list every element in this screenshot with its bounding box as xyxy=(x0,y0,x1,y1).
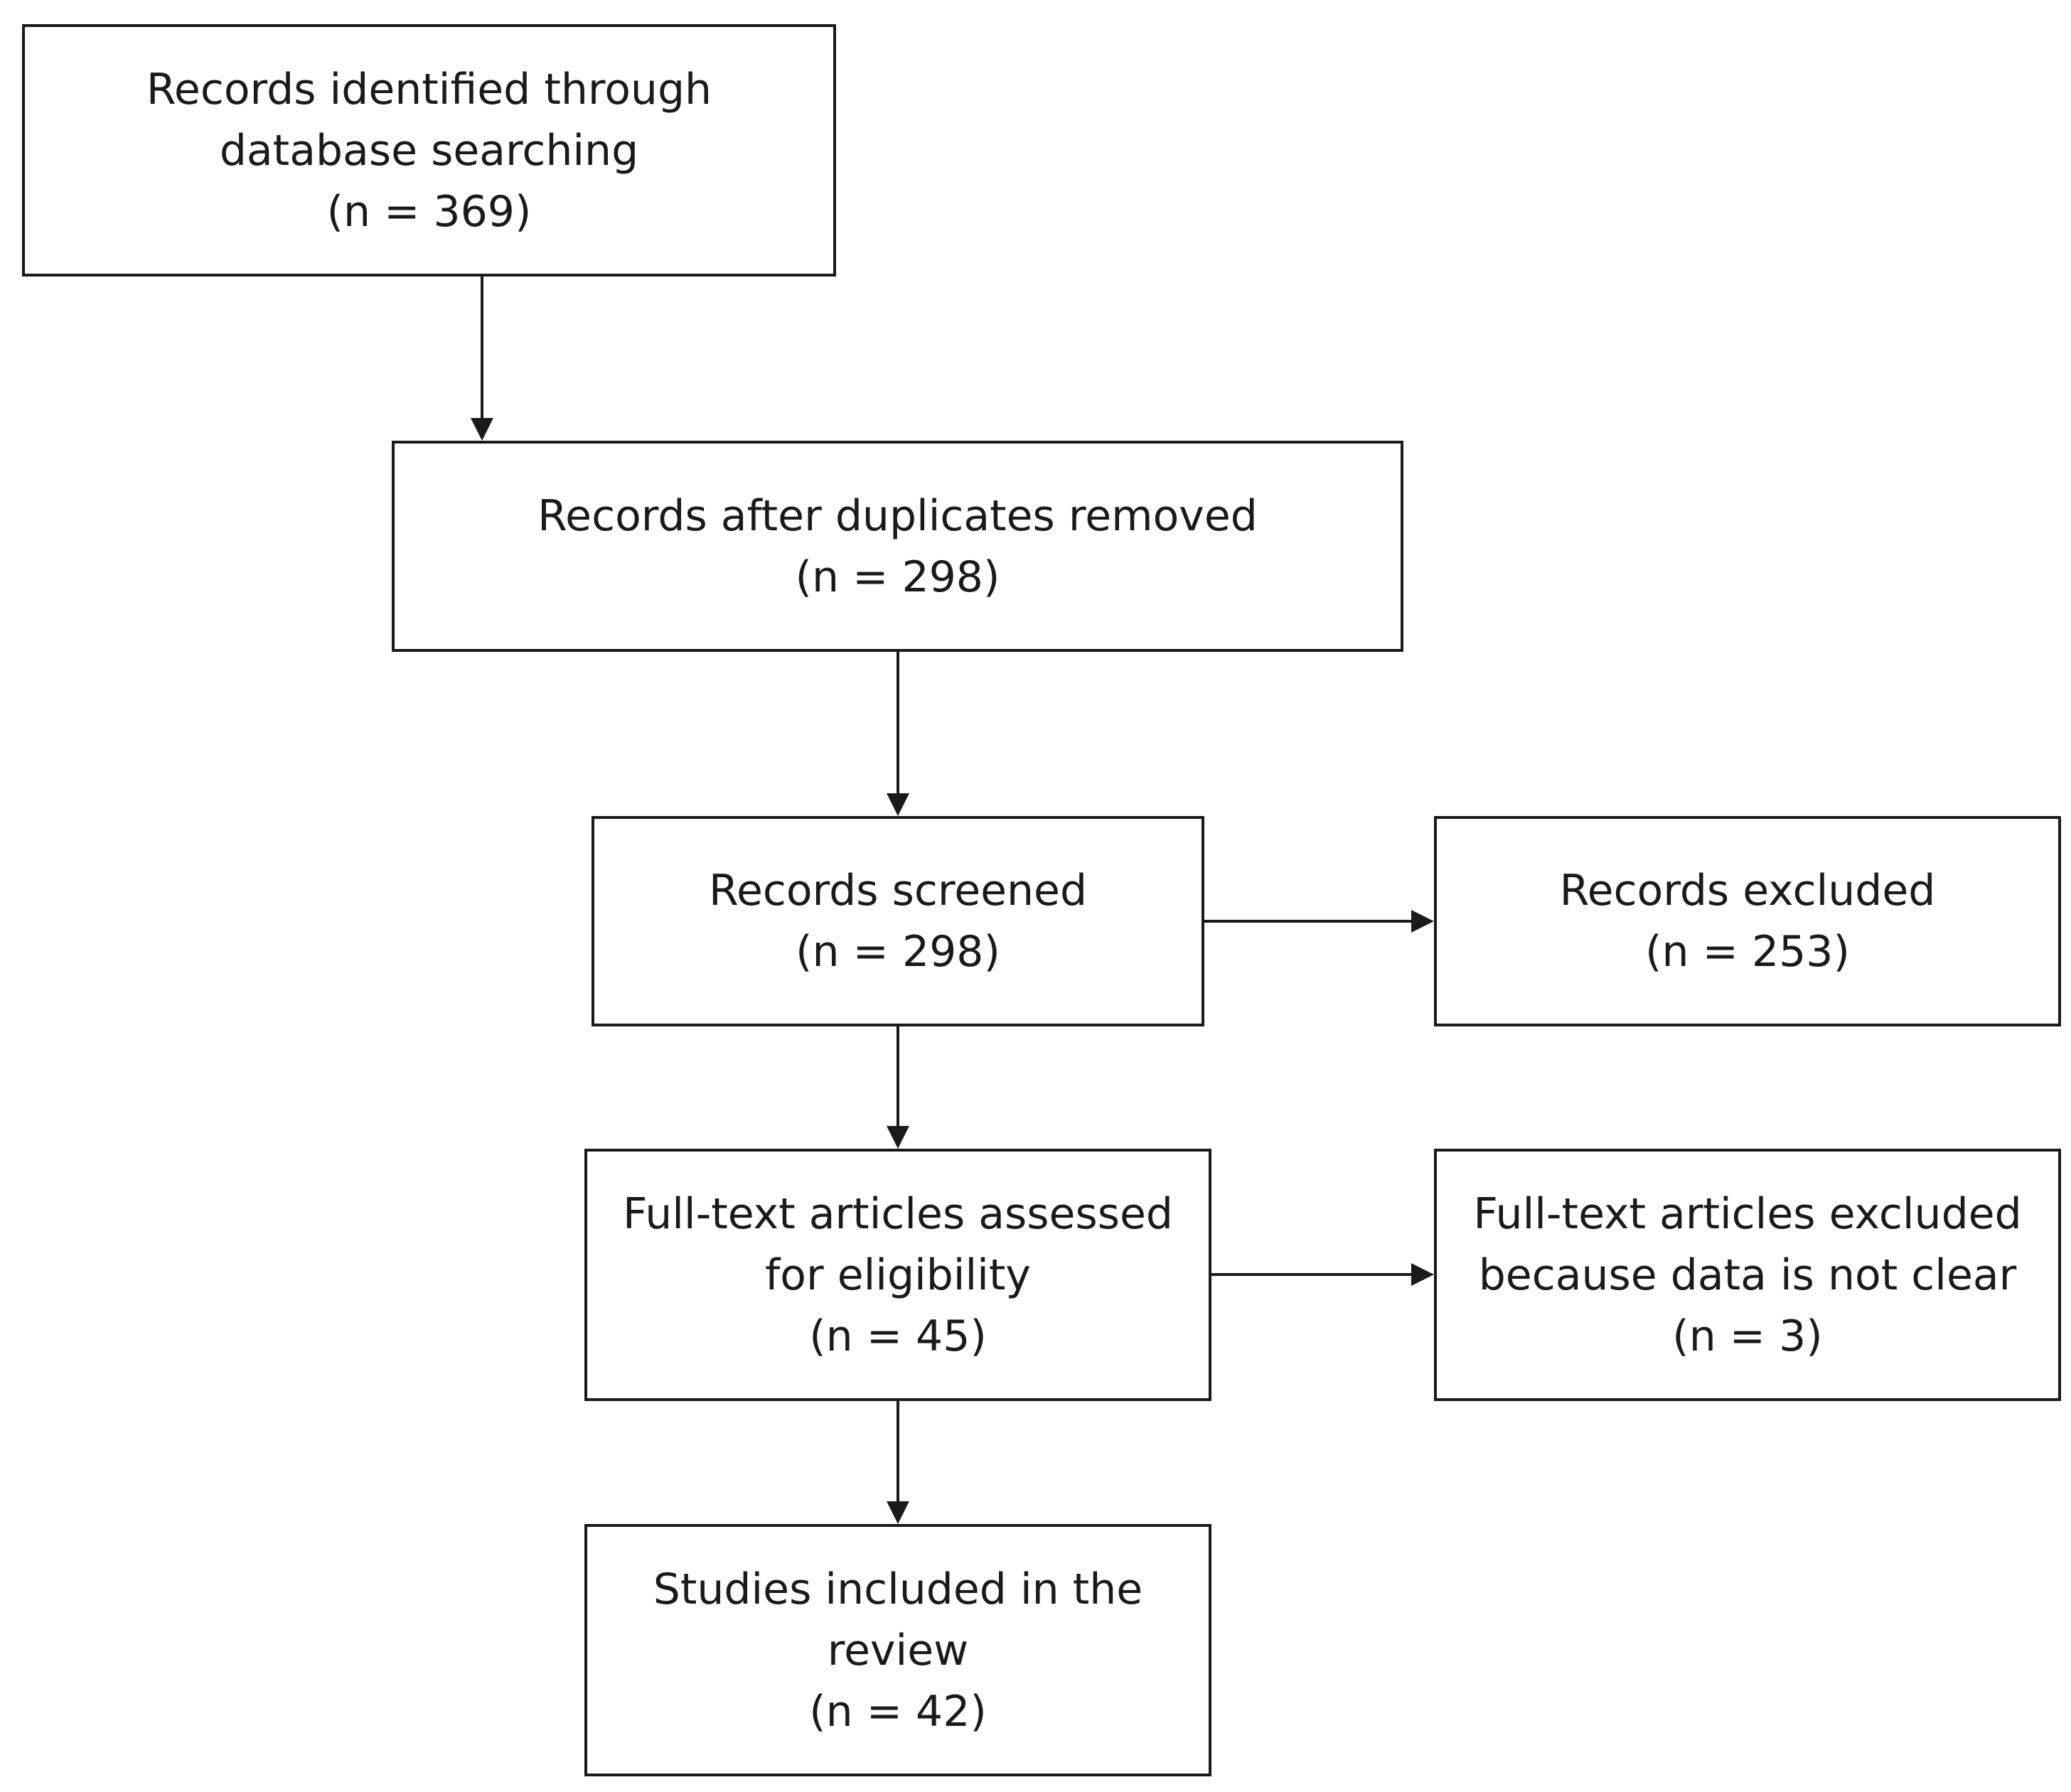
fulltext-assessed-line-1: Full-text articles assessed xyxy=(623,1189,1173,1239)
fulltext-excluded-line-1: Full-text articles excluded xyxy=(1473,1189,2022,1239)
records-identified-line-1: Records identified through xyxy=(146,64,712,114)
fulltext-assessed-count: (n = 45) xyxy=(809,1311,987,1361)
fulltext-excluded-box: Full-text articles excluded because data… xyxy=(1434,1149,2061,1401)
records-deduplicated-count: (n = 298) xyxy=(795,552,1000,602)
records-excluded-count: (n = 253) xyxy=(1645,927,1850,977)
arrowhead-fulltext-to-included xyxy=(887,1501,909,1524)
records-identified-box: Records identified through database sear… xyxy=(22,24,836,277)
records-identified-count: (n = 369) xyxy=(326,186,532,237)
fulltext-excluded-line-2: because data is not clear xyxy=(1478,1250,2017,1300)
records-screened-box: Records screened (n = 298) xyxy=(592,816,1204,1026)
records-deduplicated-box: Records after duplicates removed (n = 29… xyxy=(392,441,1403,652)
records-excluded-box: Records excluded (n = 253) xyxy=(1434,816,2061,1026)
arrowhead-screened-to-excluded xyxy=(1411,910,1434,933)
studies-included-box: Studies included in the review (n = 42) xyxy=(584,1524,1211,1776)
records-deduplicated-line-1: Records after duplicates removed xyxy=(537,490,1258,541)
fulltext-assessed-box: Full-text articles assessed for eligibil… xyxy=(584,1149,1211,1401)
studies-included-line-1: Studies included in the xyxy=(653,1564,1143,1614)
arrowhead-screened-to-fulltext xyxy=(887,1126,909,1149)
records-excluded-line-1: Records excluded xyxy=(1559,866,1936,916)
arrowhead-identified-to-deduplicated xyxy=(471,418,493,441)
fulltext-assessed-line-2: for eligibility xyxy=(765,1250,1031,1300)
records-screened-count: (n = 298) xyxy=(796,927,1000,977)
studies-included-line-2: review xyxy=(827,1625,969,1675)
records-identified-line-2: database searching xyxy=(219,125,639,176)
arrowhead-fulltext-to-fulltext-excluded xyxy=(1411,1263,1434,1286)
arrowhead-deduplicated-to-screened xyxy=(887,793,909,816)
fulltext-excluded-count: (n = 3) xyxy=(1672,1311,1823,1361)
studies-included-count: (n = 42) xyxy=(809,1686,987,1737)
records-screened-line-1: Records screened xyxy=(708,866,1088,916)
